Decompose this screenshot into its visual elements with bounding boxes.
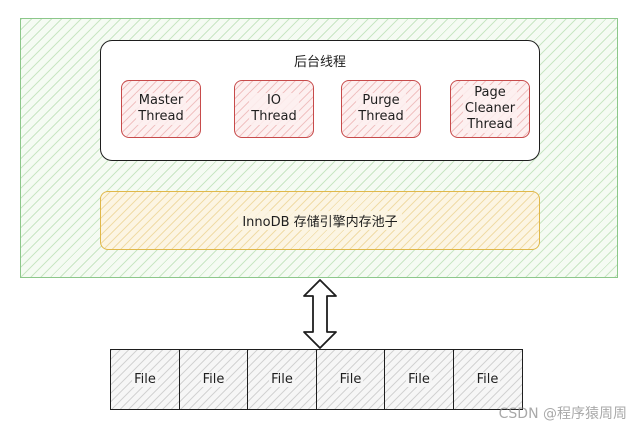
data-files-row: File File File File File File xyxy=(110,349,530,410)
file-block: File xyxy=(384,349,454,410)
buffer-pool-box: InnoDB 存储引擎内存池子 xyxy=(100,191,540,250)
file-block: File xyxy=(247,349,317,410)
file-block: File xyxy=(315,349,386,410)
file-label: File xyxy=(406,372,432,387)
double-arrow-icon xyxy=(303,279,337,349)
page-cleaner-thread-box: Page Cleaner Thread xyxy=(450,80,530,138)
background-threads-title: 后台线程 xyxy=(293,55,346,70)
watermark: CSDN @程序猿周周 xyxy=(498,406,627,422)
file-label: File xyxy=(269,372,295,387)
io-thread-box: IO Thread xyxy=(234,80,314,138)
page-cleaner-thread-label: Page Cleaner Thread xyxy=(462,85,518,133)
io-thread-label: IO Thread xyxy=(249,93,299,125)
purge-thread-label: Purge Thread xyxy=(356,93,406,125)
file-label: File xyxy=(337,372,364,387)
file-block: File xyxy=(110,349,180,410)
file-label: File xyxy=(132,372,158,387)
file-block: File xyxy=(452,349,523,410)
buffer-pool-label: InnoDB 存储引擎内存池子 xyxy=(238,211,402,230)
file-block: File xyxy=(178,349,249,410)
file-label: File xyxy=(474,372,501,387)
purge-thread-box: Purge Thread xyxy=(341,80,421,138)
master-thread-label: Master Thread xyxy=(136,93,186,125)
file-label: File xyxy=(200,372,227,387)
master-thread-box: Master Thread xyxy=(121,80,201,138)
